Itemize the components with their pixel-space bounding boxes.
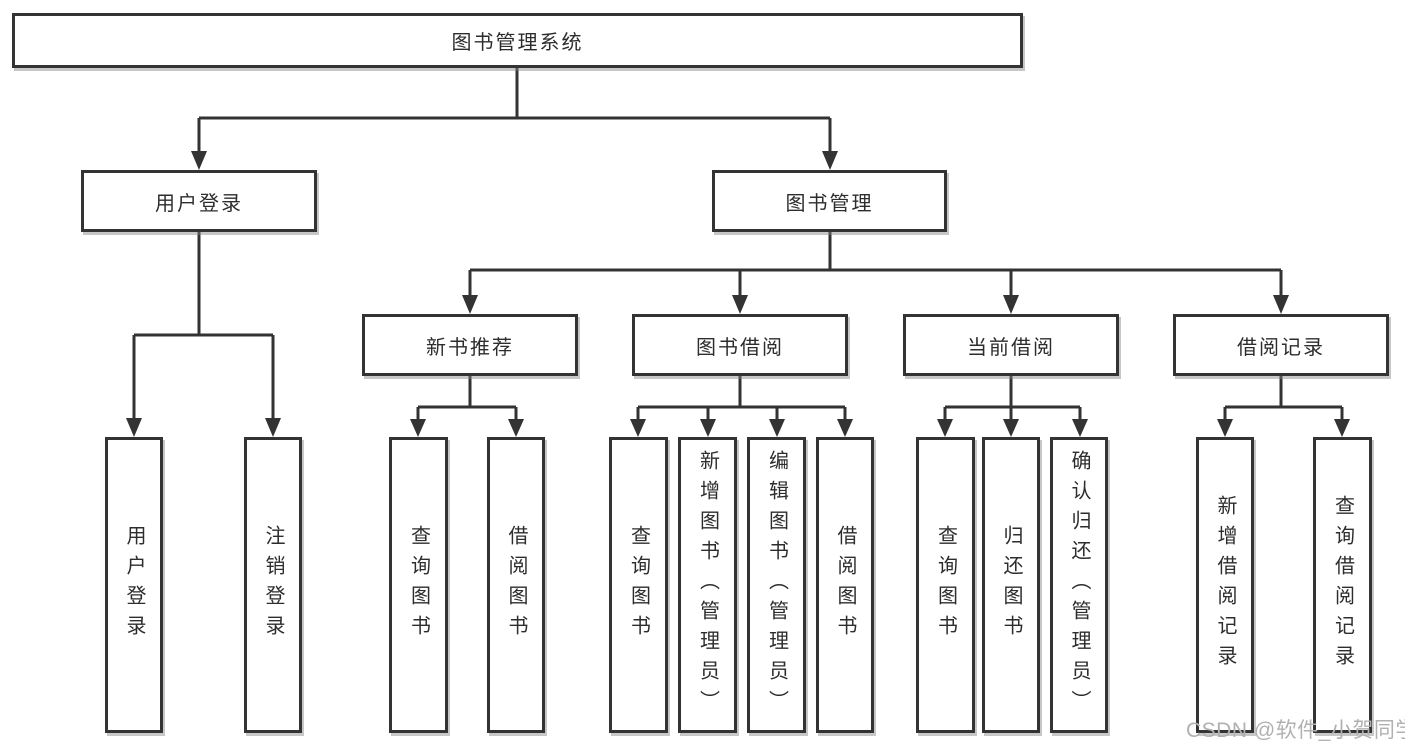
node-leaf-query-books-3: 查询图书 bbox=[916, 437, 975, 733]
node-leaf-query-books-1: 查询图书 bbox=[389, 437, 448, 733]
node-leaf-query-borrow-record: 查询借阅记录 bbox=[1313, 437, 1372, 733]
node-leaf-borrow-books-2: 借阅图书 bbox=[816, 437, 874, 733]
arrowheads bbox=[126, 151, 1350, 437]
csdn-watermark: CSDN @软件_小贺同学 bbox=[1186, 719, 1405, 742]
node-user-login: 用户登录 bbox=[81, 170, 317, 232]
node-leaf-add-books-admin: 新增图书（管理员） bbox=[678, 437, 737, 733]
node-label: 图书借阅 bbox=[696, 336, 784, 359]
node-leaf-edit-books-admin: 编辑图书（管理员） bbox=[747, 437, 806, 733]
node-label: 确认归还（管理员） bbox=[1068, 450, 1090, 720]
node-label: 借阅图书 bbox=[834, 525, 856, 645]
node-label: 当前借阅 bbox=[967, 336, 1055, 359]
node-label: 注销登录 bbox=[262, 525, 284, 645]
node-current-borrowing: 当前借阅 bbox=[903, 314, 1119, 376]
node-label: 借阅图书 bbox=[505, 525, 527, 645]
node-new-book-recommendation: 新书推荐 bbox=[362, 314, 578, 376]
node-leaf-user-login: 用户登录 bbox=[105, 437, 163, 733]
node-label: 查询图书 bbox=[934, 525, 957, 645]
node-leaf-logout: 注销登录 bbox=[244, 437, 302, 733]
node-leaf-confirm-return-admin: 确认归还（管理员） bbox=[1050, 437, 1108, 733]
node-label: 借阅记录 bbox=[1237, 336, 1325, 359]
node-label: 图书管理 bbox=[785, 192, 874, 215]
node-label: 编辑图书（管理员） bbox=[765, 450, 788, 720]
node-label: 归还图书 bbox=[1000, 525, 1022, 645]
node-leaf-add-borrow-record: 新增借阅记录 bbox=[1196, 437, 1254, 733]
node-label: 图书管理系统 bbox=[451, 32, 584, 54]
node-label: 新增借阅记录 bbox=[1214, 495, 1236, 675]
node-label: 新增图书（管理员） bbox=[696, 450, 719, 720]
node-leaf-query-books-2: 查询图书 bbox=[609, 437, 668, 733]
node-label: 用户登录 bbox=[123, 525, 145, 645]
node-label: 查询图书 bbox=[407, 525, 430, 645]
node-label: 查询借阅记录 bbox=[1331, 495, 1354, 675]
node-label: 用户登录 bbox=[155, 192, 243, 215]
node-label: 新书推荐 bbox=[426, 336, 514, 359]
node-borrowing-records: 借阅记录 bbox=[1173, 314, 1389, 376]
node-book-borrowing: 图书借阅 bbox=[632, 314, 848, 376]
node-book-management: 图书管理 bbox=[712, 170, 947, 232]
node-library-management-system: 图书管理系统 bbox=[12, 13, 1023, 68]
node-leaf-return-books: 归还图书 bbox=[982, 437, 1040, 733]
node-leaf-borrow-books-1: 借阅图书 bbox=[487, 437, 545, 733]
node-label: 查询图书 bbox=[627, 525, 650, 645]
